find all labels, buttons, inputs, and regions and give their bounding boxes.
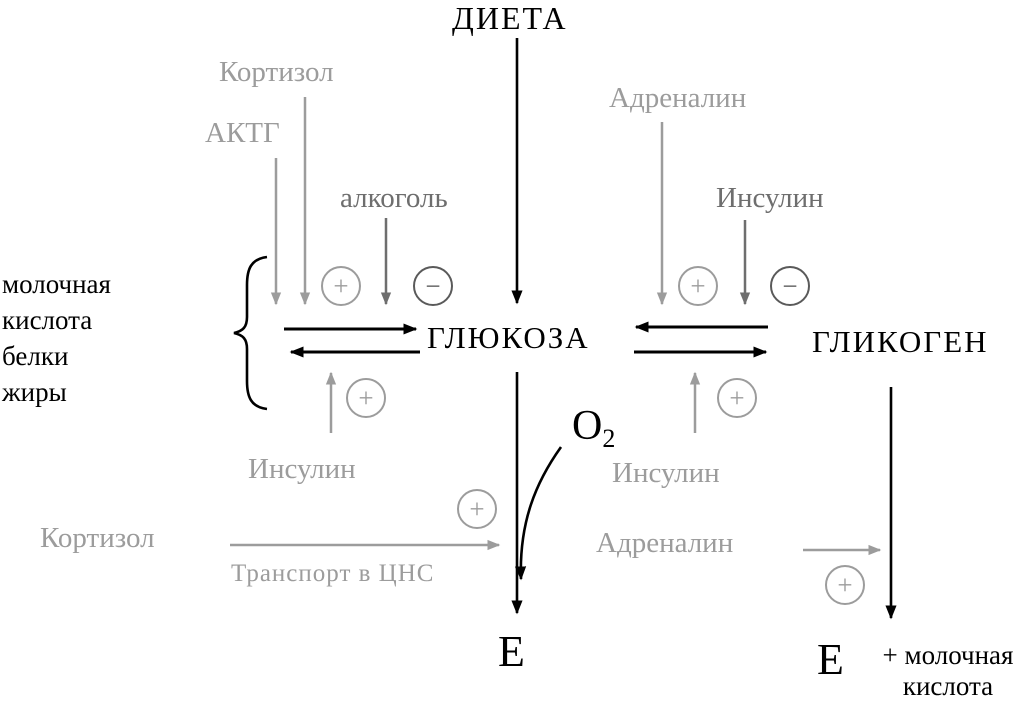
label-glucose: ГЛЮКОЗА	[427, 320, 590, 355]
label-acth: АКТГ	[205, 117, 280, 149]
label-cortisol-top: Кортизол	[219, 56, 334, 88]
label-insulin-mid-right: Инсулин	[612, 457, 720, 489]
arrow-o2-into-oxidation	[514, 446, 563, 581]
label-o2: O2	[572, 402, 615, 455]
label-lactic-acid-product: + молочная кислота	[882, 640, 1014, 702]
label-cortisol-bottom: Кортизол	[40, 522, 155, 554]
label-substrates: молочная кислота белки жиры	[2, 269, 111, 407]
label-transport-cns: Транспорт в ЦНС	[231, 560, 435, 587]
o2-base: O	[572, 403, 603, 449]
label-glycogen: ГЛИКОГЕН	[812, 324, 989, 359]
label-adrenaline-bottom: Адреналин	[596, 527, 734, 559]
label-adrenaline-top: Адреналин	[609, 82, 747, 114]
plus-sign-cortisol-acth: +	[321, 266, 361, 306]
plus-sign-insulin-mid-right: +	[717, 378, 757, 418]
plus-sign-adrenaline-bottom: +	[825, 565, 865, 605]
label-energy-left: Е	[498, 627, 525, 676]
label-insulin-top-right: Инсулин	[716, 182, 824, 214]
label-diet: ДИЕТА	[452, 0, 568, 36]
label-alcohol: алкоголь	[340, 182, 448, 214]
o2-subscript: 2	[602, 424, 616, 453]
minus-sign-insulin: −	[770, 266, 810, 306]
plus-sign-adrenaline: +	[678, 266, 718, 306]
plus-sign-cortisol-transport: +	[457, 489, 497, 529]
label-energy-right: Е	[817, 635, 844, 684]
substrates-brace	[233, 255, 268, 411]
label-insulin-mid-left: Инсулин	[248, 453, 356, 485]
plus-sign-insulin-mid-left: +	[346, 378, 386, 418]
minus-sign-alcohol: −	[413, 266, 453, 306]
